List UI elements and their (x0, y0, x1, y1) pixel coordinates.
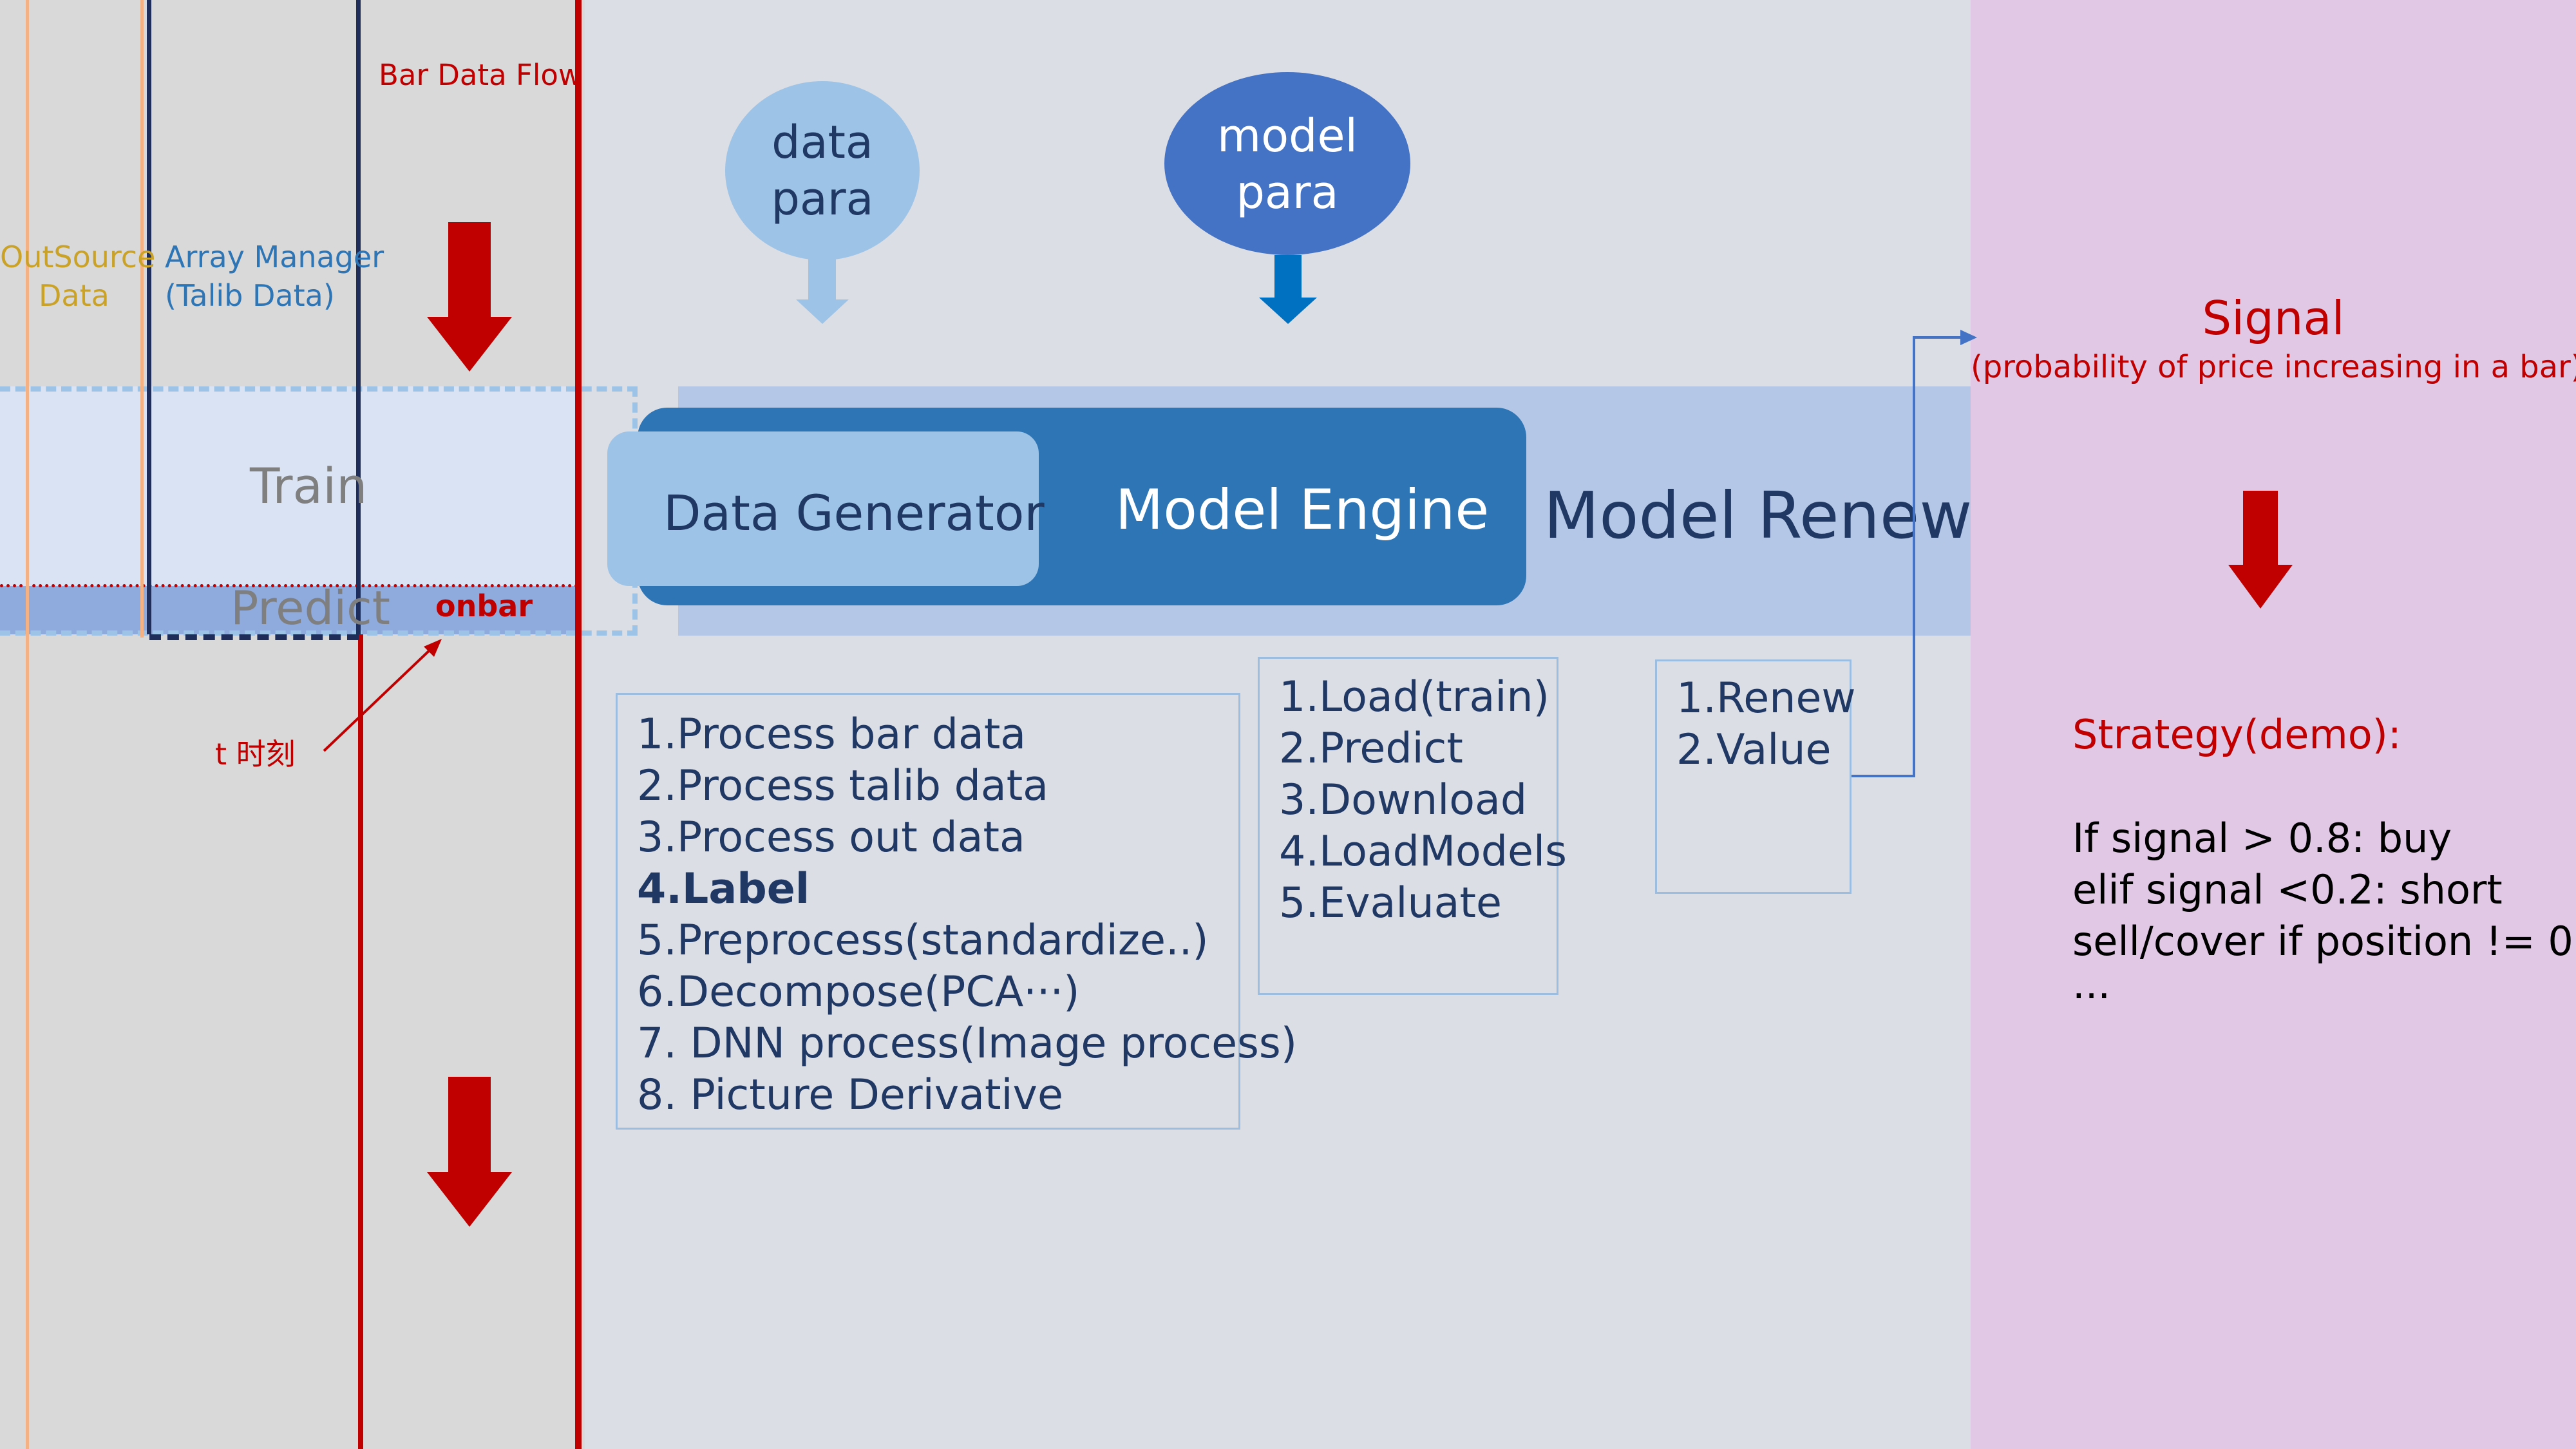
renew-to-signal-head (1960, 330, 1977, 345)
bar-data-flow-line (575, 0, 582, 1449)
array-manager-line-right (356, 0, 361, 634)
model-engine-label: Model Engine (1115, 478, 1490, 542)
signal-subtitle: (probability of price increasing in a ba… (1971, 349, 2576, 385)
data-para-line-1: data (772, 116, 873, 169)
train-label: Train (250, 457, 368, 515)
train-region (0, 386, 578, 586)
dg-step-7: 7. DNN process(Image process) (637, 1019, 1298, 1068)
model-renew-label: Model Renew (1544, 478, 1973, 553)
strategy-line-4: ... (2072, 961, 2111, 1008)
model-para-line-1: model (1217, 109, 1358, 162)
me-step-2: 2.Predict (1279, 724, 1463, 773)
predict-separator (0, 584, 578, 587)
t-moment-pointer (323, 646, 434, 752)
data-generator-steps-box: 1.Process bar data 2.Process talib data … (616, 693, 1298, 1130)
signal-title: Signal (2202, 291, 2345, 345)
model-para-line-2: para (1236, 166, 1339, 219)
model-engine-steps-box: 1.Load(train) 2.Predict 3.Download 4.Loa… (1258, 657, 1567, 995)
data-generator-box (607, 431, 1039, 586)
data-para-bubble (725, 81, 920, 260)
predict-label: Predict (231, 581, 390, 635)
array-manager-dash (149, 634, 359, 640)
outsource-label-1: OutSource (0, 240, 156, 274)
bar-flow-arrow-top (427, 222, 512, 372)
predict-region (0, 586, 578, 634)
dg-step-2: 2.Process talib data (637, 762, 1049, 810)
outsource-line-left (26, 0, 29, 1449)
model-para-bubble (1164, 72, 1410, 255)
outsource-line-right (140, 0, 144, 638)
onbar-label: onbar (435, 589, 533, 623)
data-para-arrow (796, 256, 849, 324)
strategy-line-3: sell/cover if position != 0 (2072, 918, 2573, 965)
dg-step-5: 5.Preprocess(standardize..) (637, 916, 1209, 965)
array-manager-line (147, 0, 151, 634)
dg-step-3: 3.Process out data (637, 813, 1025, 862)
array-manager-label-2: (Talib Data) (165, 278, 335, 313)
strategy-line-2: elif signal <0.2: short (2072, 866, 2503, 913)
me-step-3: 3.Download (1279, 776, 1528, 824)
data-generator-label: Data Generator (663, 484, 1045, 542)
t-moment-pointer-head (424, 639, 442, 657)
renew-to-signal-connector (1852, 336, 1963, 777)
me-step-1: 1.Load(train) (1279, 673, 1549, 721)
strategy-arrow (2228, 491, 2293, 609)
outsource-label-2: Data (39, 278, 109, 313)
dg-step-1: 1.Process bar data (637, 710, 1027, 759)
bar-data-flow-label: Bar Data Flow (379, 58, 582, 92)
dg-step-8: 8. Picture Derivative (637, 1071, 1063, 1119)
strategy-title: Strategy(demo): (2072, 711, 2401, 758)
me-step-5: 5.Evaluate (1279, 879, 1502, 927)
strategy-line-1: If signal > 0.8: buy (2072, 815, 2452, 862)
signal-strategy-panel (1971, 0, 2576, 1449)
model-renew-steps-box: 1.Renew 2.Value (1655, 659, 1856, 894)
mr-step-1: 1.Renew (1676, 674, 1856, 723)
t-moment-label: t 时刻 (215, 737, 296, 772)
dg-step-4: 4.Label (637, 865, 810, 913)
data-para-line-2: para (771, 173, 874, 225)
t-moment-line (358, 634, 363, 1449)
bar-flow-arrow-bottom (427, 1077, 512, 1227)
array-manager-label-1: Array Manager (165, 240, 384, 274)
dg-step-6: 6.Decompose(PCA···) (637, 968, 1080, 1016)
model-para-arrow (1259, 255, 1317, 324)
mr-step-2: 2.Value (1676, 726, 1832, 774)
me-step-4: 4.LoadModels (1279, 828, 1567, 876)
